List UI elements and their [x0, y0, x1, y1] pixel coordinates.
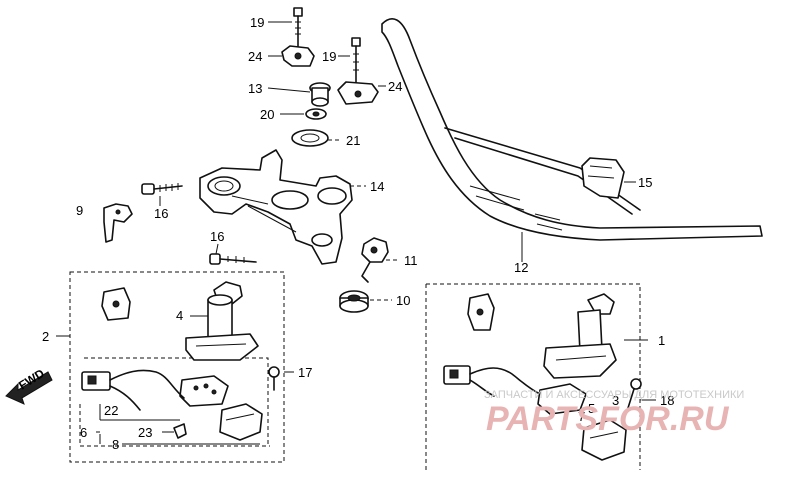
part-label-9: 9 [76, 203, 83, 218]
part-label-3: 3 [612, 393, 619, 408]
part-label-4: 4 [176, 308, 183, 323]
fwd-arrow-icon [5, 371, 53, 405]
part-label-23: 23 [138, 425, 152, 440]
top-bridge [199, 149, 353, 265]
connector-left [81, 369, 185, 411]
part-label-8: 8 [112, 437, 119, 452]
bolt-16-upper [141, 183, 183, 195]
part-label-5: 5 [588, 401, 595, 416]
bolt-16-lower [209, 253, 257, 265]
part-label-24-left: 24 [248, 49, 262, 64]
screw-17 [268, 366, 280, 391]
part-label-19-right: 19 [322, 49, 336, 64]
part-label-16-lower: 16 [210, 229, 224, 244]
cover-7-left [219, 403, 263, 441]
ignition-key [103, 203, 133, 243]
switch-base-right [537, 383, 587, 415]
handlebar-pad [581, 157, 625, 199]
part-label-6: 6 [80, 425, 87, 440]
part-label-20: 20 [260, 107, 274, 122]
assembly-2-frame [69, 271, 285, 463]
part-label-21: 21 [346, 133, 360, 148]
connector-right [443, 365, 541, 397]
part-label-17: 17 [298, 365, 312, 380]
part-label-1: 1 [658, 333, 665, 348]
grommet [339, 290, 369, 313]
part-label-15: 15 [638, 175, 652, 190]
assembly-1-frame [425, 283, 641, 470]
part-label-7: 7 [578, 409, 585, 424]
washer-20 [305, 108, 327, 120]
watermark-text: ЗАПЧАСТИ И АКСЕССУАРЫ ДЛЯ МОТОТЕХНИКИ [484, 389, 744, 401]
part-label-22: 22 [104, 403, 118, 418]
part-label-18: 18 [660, 393, 674, 408]
part-label-16-upper: 16 [154, 206, 168, 221]
rubber-21 [291, 129, 329, 147]
cable-guide [361, 237, 389, 283]
handlebar [381, 18, 763, 241]
part-label-10: 10 [396, 293, 410, 308]
part-label-13: 13 [248, 81, 262, 96]
bolt-19-right [351, 37, 361, 83]
leader-lines [56, 21, 656, 445]
upper-holder-right [337, 81, 379, 105]
watermark-logo: PARTSFOR.RU [486, 400, 730, 438]
part-label-2: 2 [42, 329, 49, 344]
screw-18 [627, 378, 642, 409]
part-label-24-right: 24 [388, 79, 402, 94]
ignition-switch-right [543, 293, 617, 379]
ignition-switch-left [179, 281, 259, 407]
bushing-13 [309, 82, 331, 107]
watermark: ЗАПЧАСТИ И АКСЕССУАРЫ ДЛЯ МОТОТЕХНИКИ PA… [484, 389, 744, 438]
screw-23 [173, 423, 187, 439]
upper-holder-left [281, 45, 315, 67]
part-label-19-left: 19 [250, 15, 264, 30]
mount-bracket-right [467, 293, 495, 331]
mount-bracket-left [101, 287, 131, 321]
part-label-12: 12 [514, 260, 528, 275]
part-label-11: 11 [404, 253, 418, 268]
cover-7-right [581, 419, 627, 461]
bolt-19-left [293, 7, 303, 47]
part-label-14: 14 [370, 179, 384, 194]
